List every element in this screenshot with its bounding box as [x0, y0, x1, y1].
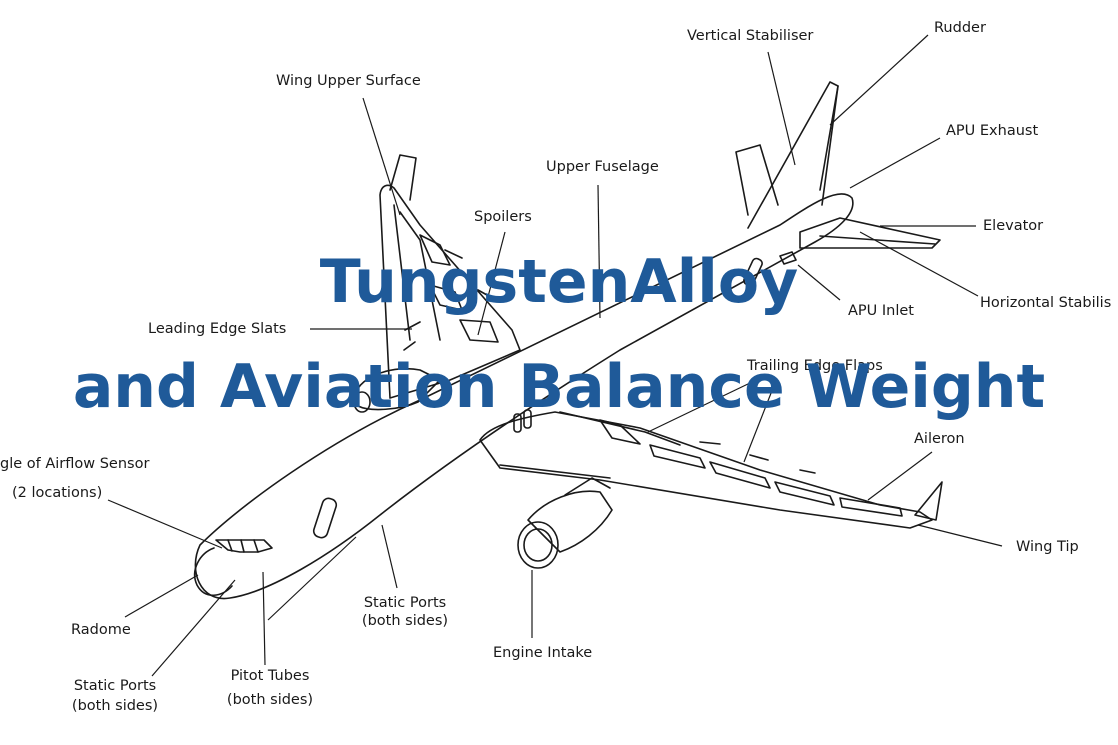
label-wing-upper-surface: Wing Upper Surface: [276, 73, 421, 89]
label-radome: Radome: [71, 622, 131, 638]
label-static-ports-left-sub: (both sides): [71, 698, 159, 714]
label-vertical-stabiliser: Vertical Stabiliser: [687, 28, 814, 44]
label-static-ports-right: Static Ports (both sides): [350, 594, 460, 630]
label-static-ports-left: Static Ports (both sides): [60, 677, 170, 715]
leader-pitot-2: [267, 536, 357, 621]
label-static-ports-left-title: Static Ports: [73, 678, 157, 694]
label-elevator: Elevator: [983, 218, 1044, 234]
upper-wing: [379, 184, 521, 399]
label-pitot-tubes: Pitot Tubes (both sides): [215, 667, 325, 709]
left-horizontal-tail: [735, 144, 779, 216]
label-static-ports-right-sub: (both sides): [361, 613, 449, 629]
label-trailing-edge-flaps: Trailing Edge Flaps: [747, 358, 883, 374]
vertical-stabiliser: [747, 81, 839, 229]
radome-outline: [193, 547, 233, 597]
leader-wing-tip: [917, 524, 1003, 547]
leader-rudder: [829, 34, 929, 126]
label-static-ports-right-title: Static Ports: [363, 595, 447, 611]
upper-engine: [354, 367, 441, 411]
label-wing-tip: Wing Tip: [1016, 539, 1079, 555]
leader-horizontal-stabiliser: [859, 231, 979, 297]
leader-trailing-edge-flaps-2: [743, 382, 776, 463]
label-engine-intake: Engine Intake: [493, 645, 593, 661]
label-angle-sensor: gle of Airflow Sensor: [0, 456, 150, 472]
lower-wing: [479, 411, 933, 529]
label-aileron: Aileron: [914, 431, 965, 447]
leader-apu-exhaust: [849, 137, 941, 189]
label-leading-edge-slats: Leading Edge Slats: [148, 321, 287, 337]
winglet: [914, 481, 943, 521]
watermark-line-2: and Aviation Balance Weight: [72, 352, 1046, 422]
leader-upper-fuselage: [597, 184, 601, 319]
label-pitot-tubes-title: Pitot Tubes: [230, 668, 310, 684]
leader-apu-inlet: [797, 264, 841, 301]
label-apu-exhaust: APU Exhaust: [946, 123, 1039, 139]
leader-static-ports-left: [151, 579, 236, 677]
label-spoilers: Spoilers: [474, 209, 532, 225]
label-angle-sensor-locations: (2 locations): [12, 485, 103, 501]
leader-vertical-stabiliser: [767, 51, 796, 166]
leader-spoilers: [477, 231, 506, 336]
label-horizontal-stabiliser: Horizontal Stabilis: [980, 295, 1112, 311]
label-rudder: Rudder: [934, 20, 986, 36]
lower-engine: [527, 490, 613, 553]
leader-aileron: [867, 451, 933, 501]
forward-door: [312, 497, 338, 539]
label-upper-fuselage: Upper Fuselage: [546, 159, 659, 175]
leader-pitot-1: [262, 571, 266, 666]
leader-radome: [124, 574, 199, 618]
right-horizontal-tail: [799, 217, 941, 249]
watermark-line-1: TungstenAlloy: [319, 247, 799, 317]
label-pitot-tubes-sub: (both sides): [226, 692, 314, 708]
engine-intake-ring: [517, 521, 559, 569]
leader-static-ports-right: [381, 524, 398, 589]
leader-wing-upper-surface: [362, 97, 401, 216]
label-apu-inlet: APU Inlet: [848, 303, 914, 319]
fuselage: [194, 193, 854, 600]
leader-angle-sensor: [107, 499, 223, 549]
leader-trailing-edge-flaps-1: [647, 382, 751, 433]
cockpit-windows: [215, 539, 273, 553]
